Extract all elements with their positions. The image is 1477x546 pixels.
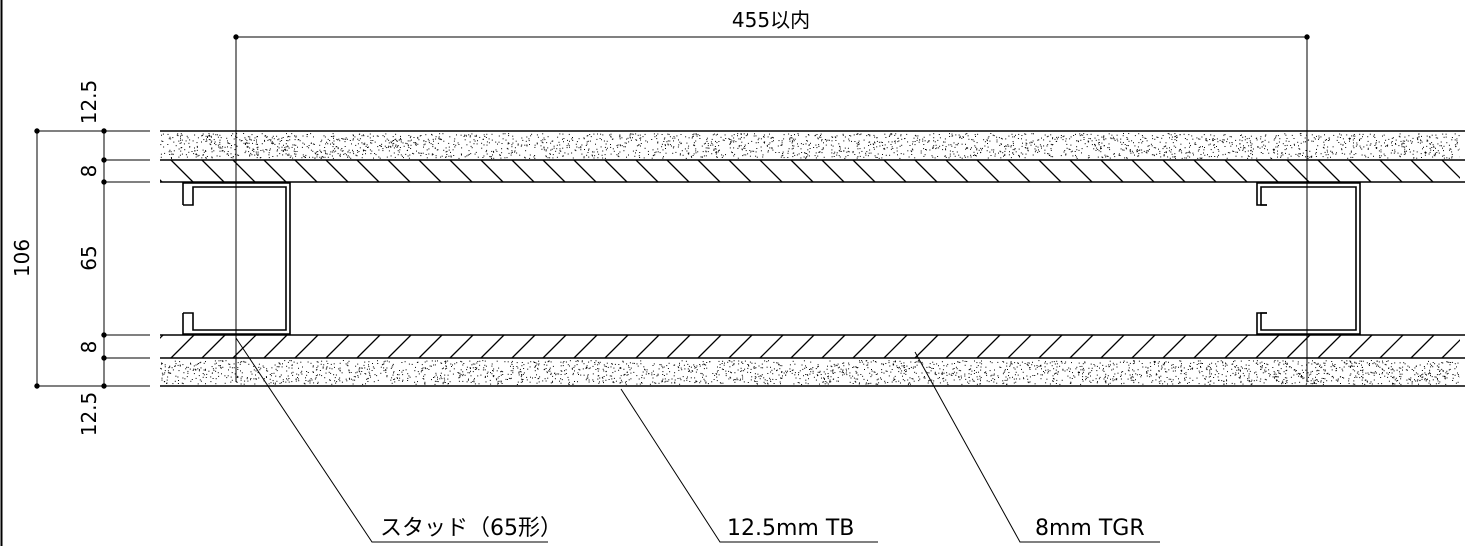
stud-right — [1256, 182, 1361, 335]
top-backer-thickness-label: 8 — [77, 165, 101, 178]
stud-left — [182, 182, 291, 335]
top-board-thickness-label: 12.5 — [77, 80, 101, 125]
stud-depth-label: 65 — [77, 245, 101, 270]
layer-lines — [160, 130, 1465, 387]
backer-board-top-hatch — [160, 160, 1460, 182]
backer-leader — [914, 351, 1160, 543]
board-leader — [620, 388, 878, 543]
board-callout-label: 12.5mm TB — [727, 516, 854, 541]
layer-dimension-line — [101, 128, 150, 389]
backer-board-bottom-hatch — [160, 335, 1460, 358]
stud-callout-label: スタッド（65形） — [380, 516, 562, 541]
bottom-board-thickness-label: 12.5 — [77, 392, 101, 437]
backer-callout-label: 8mm TGR — [1035, 516, 1145, 541]
stud-leader — [235, 337, 548, 543]
stud-centerlines — [235, 36, 1308, 382]
gypsum-board-bottom-stipple — [160, 360, 1460, 385]
total-thickness-dimension-line — [34, 128, 150, 389]
gypsum-board-top-stipple — [160, 133, 1460, 159]
callout-leaders — [235, 337, 1160, 543]
bottom-backer-thickness-label: 8 — [77, 341, 101, 354]
span-dimension-line — [233, 34, 1310, 40]
span-dimension-label: 455以内 — [732, 8, 810, 32]
total-thickness-label: 106 — [10, 239, 34, 277]
